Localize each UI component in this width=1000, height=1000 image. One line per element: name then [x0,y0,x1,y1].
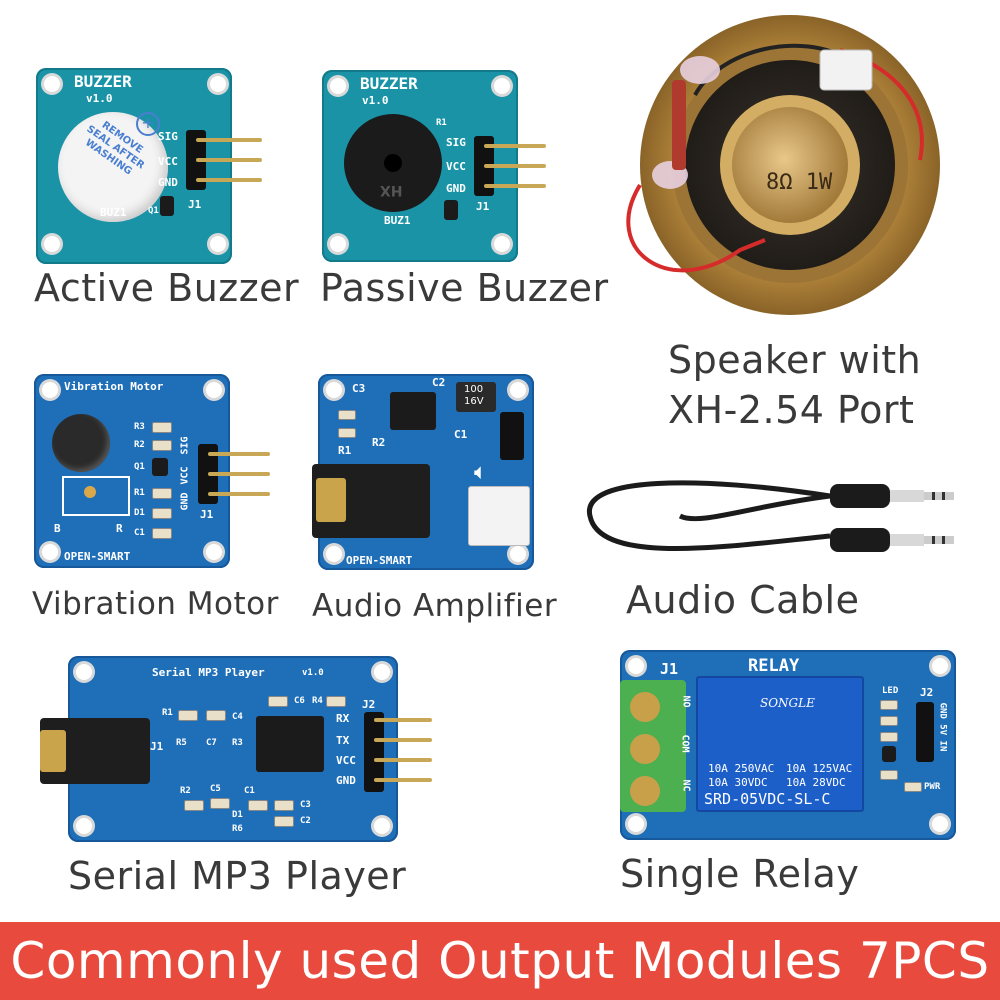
vibration-motor-label: Vibration Motor [32,586,279,622]
audio-cable-label: Audio Cable [626,578,860,622]
speaker-label-line2: XH-2.54 Port [668,388,915,432]
body-mark: HX [380,182,403,198]
xh-connector [468,486,530,546]
passive-buzzer-label: Passive Buzzer [320,266,609,310]
banner [0,922,1000,1000]
mp3-decoder-chip [256,716,324,772]
active-buzzer-label: Active Buzzer [34,266,300,310]
pcb-version: v1.0 [86,92,113,105]
speaker-rating: 8Ω 1W [766,170,833,195]
jumper [500,412,524,460]
banner-title: Commonly used Output Modules 7PCS [10,932,990,990]
relay-model: SRD-05VDC-SL-C [704,790,831,808]
plus-icon: + [136,112,160,136]
buzzer-hole [384,154,402,172]
pcb-title: BUZZER [74,72,132,91]
pin-header [364,712,384,792]
electrolytic-cap [456,382,496,412]
speaker-illustration [626,15,940,315]
speaker-icon: 🔈︎ [474,460,488,485]
motor-disc [52,414,110,472]
audio-cable-illustration [587,480,954,552]
serial-mp3-label: Serial MP3 Player [68,854,407,898]
single-relay-label: Single Relay [620,852,860,896]
pin-header [916,702,934,762]
relay-brand: SONGLE [760,696,815,710]
speaker-label-line1: Speaker with [668,338,922,382]
relay-body [696,676,864,812]
audio-amplifier-label: Audio Amplifier [312,588,558,624]
